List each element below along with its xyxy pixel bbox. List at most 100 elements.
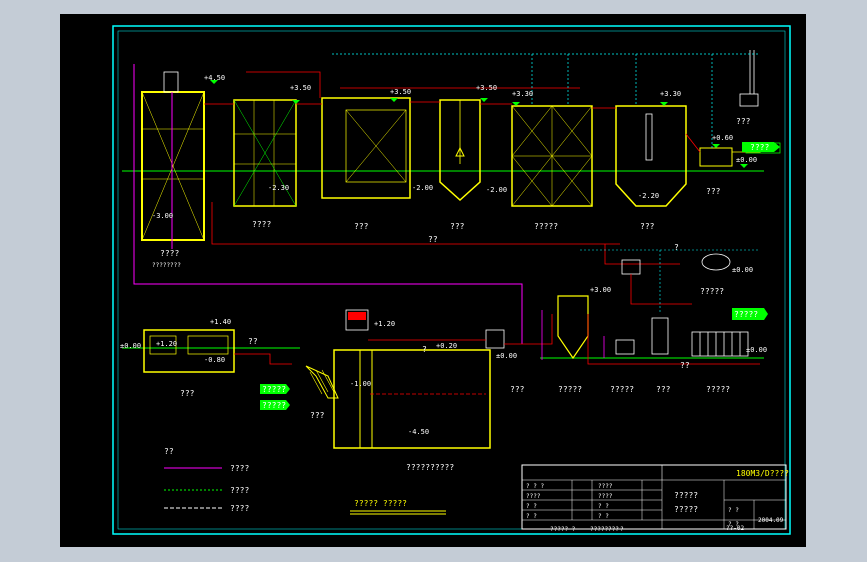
aeration-blower-symbol bbox=[739, 50, 759, 107]
elev-24: -1.00 bbox=[350, 380, 371, 388]
air-pipes bbox=[332, 53, 760, 148]
elev-6: +3.30 bbox=[660, 90, 681, 98]
label-screen-channel: ?? bbox=[248, 337, 258, 346]
elev-22: ±0.00 bbox=[732, 266, 753, 274]
tag-b: ????? bbox=[262, 385, 286, 394]
collection-well bbox=[333, 309, 505, 449]
tb-row2b: ???? bbox=[598, 493, 613, 500]
label-pipe-bottom: ?? bbox=[680, 361, 690, 370]
tb-center2: ????? bbox=[674, 505, 698, 514]
elev-23: ±0.00 bbox=[746, 346, 767, 354]
elev-9: -3.00 bbox=[152, 212, 173, 220]
elev-25: ±0.00 bbox=[496, 352, 517, 360]
label-filter-press: ????? bbox=[706, 385, 730, 394]
label-grit-chamber: ??? bbox=[180, 389, 195, 398]
tb-row4a: ? ? bbox=[526, 513, 537, 520]
ground-line-bottom bbox=[122, 347, 764, 359]
settling-tank bbox=[439, 99, 481, 202]
main-title: ????? ????? bbox=[354, 499, 407, 508]
label-collection-well: ?????????? bbox=[406, 463, 454, 472]
top-row-labels: ???? ???????? ???? ??? ??? ????? ??? ???… bbox=[152, 117, 769, 269]
tag-a: ????? bbox=[734, 310, 758, 319]
anoxic-tank bbox=[233, 99, 297, 207]
legend-label-0: ???? bbox=[230, 464, 249, 473]
label-q1: ? bbox=[674, 243, 679, 252]
elev-20: -4.50 bbox=[408, 428, 429, 436]
tb-date: 2004.09 bbox=[758, 517, 784, 524]
bottom-water-pipes bbox=[234, 274, 760, 365]
tb-row2a: ???? bbox=[526, 493, 541, 500]
label-disinfection-tank: ??? bbox=[640, 222, 655, 231]
title-block: 180M3/D???? ? ? ? ???? ???? ???? ? ? ? ?… bbox=[521, 464, 789, 533]
inner-frame bbox=[117, 30, 786, 530]
label-anoxic-tank: ???? bbox=[252, 220, 271, 229]
sludge-thickener bbox=[557, 295, 589, 360]
tb-row4b: ? ? bbox=[598, 513, 609, 520]
label-outfall-bottom: ??? bbox=[510, 385, 525, 394]
label-blower: ????? bbox=[700, 287, 724, 296]
bottom-sludge-pipes bbox=[541, 310, 605, 360]
elev-3: +3.50 bbox=[390, 88, 411, 96]
title-block-project: 180M3/D???? bbox=[736, 469, 789, 478]
elev-12: -2.00 bbox=[486, 186, 507, 194]
elevation-markers-top bbox=[210, 80, 748, 168]
regulating-tank bbox=[141, 71, 205, 241]
tb-row1b: ???? bbox=[598, 483, 613, 490]
elev-4: +3.50 bbox=[476, 84, 497, 92]
dosing-pumps bbox=[615, 253, 749, 357]
label-sludge-thickener: ????? bbox=[558, 385, 582, 394]
elev-15: ±0.00 bbox=[120, 342, 141, 350]
legend-label-1: ???? bbox=[230, 486, 249, 495]
label-outlet-box: ??? bbox=[706, 187, 721, 196]
elev-13: -2.20 bbox=[638, 192, 659, 200]
elev-1: +4.50 bbox=[204, 74, 225, 82]
tb-row3b: ? ? bbox=[598, 503, 609, 510]
label-regulating-sub: ???????? bbox=[152, 262, 181, 269]
tb-center1: ????? bbox=[674, 491, 698, 500]
elev-21: +3.00 bbox=[590, 286, 611, 294]
elev-10: -2.30 bbox=[268, 184, 289, 192]
label-bar-screen: ??? bbox=[310, 411, 325, 420]
elev-5: +3.30 bbox=[512, 90, 533, 98]
elev-8: ±0.00 bbox=[736, 156, 757, 164]
elev-14: +1.40 bbox=[210, 318, 231, 326]
grit-chamber bbox=[143, 329, 235, 373]
bar-screen bbox=[305, 365, 339, 399]
elev-7: +0.60 bbox=[712, 134, 733, 142]
bottom-row-labels: ??? ?? ?????????? ??? ????? ????? ??? ??… bbox=[180, 243, 758, 472]
water-pipes bbox=[204, 71, 701, 265]
drawing-frame bbox=[112, 25, 791, 535]
elevation-labels: +4.50 +3.50 +3.50 +3.50 +3.30 +3.30 +0.6… bbox=[120, 74, 767, 436]
elev-16: +1.20 bbox=[156, 340, 177, 348]
label-discharge-arrow: ???? bbox=[750, 143, 769, 152]
tb-row1a: ? ? ? bbox=[526, 483, 544, 490]
tb-drawing-no: ??-02 bbox=[726, 525, 744, 532]
legend: ?? ???? ???? ???? bbox=[164, 447, 249, 513]
tb-row3a: ? ? bbox=[526, 503, 537, 510]
disinfection-tank bbox=[615, 105, 687, 207]
elev-11: -2.00 bbox=[412, 184, 433, 192]
label-regulating-tank: ???? bbox=[160, 249, 179, 258]
elev-19: +0.20 bbox=[436, 342, 457, 350]
label-oxidation-tank: ??? bbox=[354, 222, 369, 231]
tag-c: ????? bbox=[262, 401, 286, 410]
flow-tags bbox=[260, 142, 780, 410]
cad-drawing-sheet: ???? ???????? ???? ??? ??? ????? ??? ???… bbox=[60, 14, 806, 547]
elev-18: +1.20 bbox=[374, 320, 395, 328]
label-q2: ? bbox=[422, 345, 427, 354]
tb-footer-b: ???????? bbox=[590, 526, 619, 533]
label-biofilter-tank: ????? bbox=[534, 222, 558, 231]
tb-scale-val: ? ? bbox=[728, 521, 739, 528]
label-settling-tank: ??? bbox=[450, 222, 465, 231]
tb-scale-label: ? ? bbox=[728, 507, 739, 514]
process-flow-diagram: ???? ???????? ???? ??? ??? ????? ??? ???… bbox=[112, 25, 791, 535]
sludge-pipes bbox=[133, 64, 523, 344]
drawing-title: ????? ????? bbox=[350, 499, 446, 515]
elev-17: -0.80 bbox=[204, 356, 225, 364]
tb-footer-c: ? bbox=[620, 526, 624, 533]
elev-2: +3.50 bbox=[290, 84, 311, 92]
biofilter-tank bbox=[511, 105, 593, 207]
tb-footer-a: ????? ? bbox=[550, 526, 576, 533]
legend-heading: ?? bbox=[164, 447, 174, 456]
label-pipe-center: ?? bbox=[428, 235, 438, 244]
